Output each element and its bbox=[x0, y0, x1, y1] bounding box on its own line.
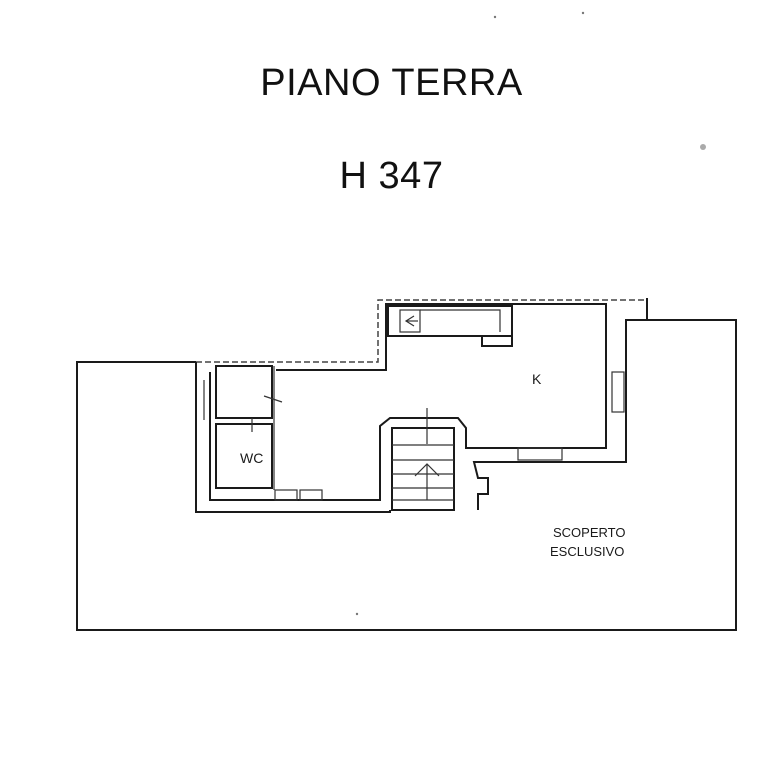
outdoor-area-label-1: SCOPERTO bbox=[553, 525, 625, 540]
building-inner-wall bbox=[209, 303, 607, 501]
outdoor-area-boundary bbox=[76, 298, 737, 631]
wc-room bbox=[215, 423, 273, 489]
kitchen-window-right bbox=[611, 371, 625, 413]
floor-height-label: H 347 bbox=[339, 155, 444, 197]
scan-speck bbox=[355, 612, 359, 616]
outdoor-area-label-2: ESCLUSIVO bbox=[550, 544, 624, 559]
scan-speck bbox=[700, 144, 706, 150]
stair-step bbox=[481, 335, 513, 347]
arrow-up-icon bbox=[414, 463, 440, 477]
scan-speck bbox=[493, 15, 497, 19]
stair-rail bbox=[420, 309, 501, 332]
stair-landing bbox=[399, 309, 421, 333]
scan-speck bbox=[581, 11, 585, 15]
kitchen-window-bottom bbox=[517, 447, 563, 461]
plan-title: PIANO TERRA bbox=[260, 62, 523, 104]
storage-room bbox=[215, 365, 273, 419]
upper-stair-block bbox=[387, 305, 513, 337]
kitchen-label: K bbox=[532, 371, 542, 387]
property-line bbox=[196, 299, 645, 363]
window-bottom-1 bbox=[274, 489, 298, 501]
central-staircase bbox=[391, 427, 455, 511]
building-outer-wall bbox=[195, 319, 647, 513]
window-bottom-2 bbox=[299, 489, 323, 501]
wc-label: WC bbox=[240, 450, 263, 466]
door-swing bbox=[263, 395, 283, 403]
